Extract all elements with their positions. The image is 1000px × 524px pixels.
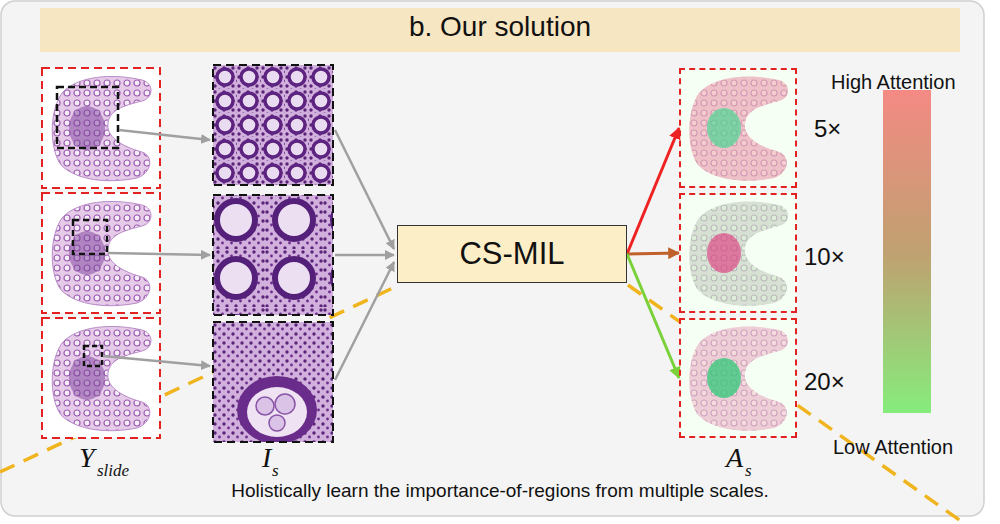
caption-text: Holistically learn the importance-of-reg… (0, 480, 1000, 502)
attention-overlay (689, 326, 788, 430)
attention-background (679, 318, 797, 438)
goblet-cell (269, 415, 285, 431)
panel-title: b. Our solution (40, 11, 960, 43)
method-label: CS-MIL (459, 236, 564, 272)
attention-hotspot (707, 233, 741, 273)
attention-arrow (627, 128, 679, 254)
attention-overlay (689, 76, 788, 180)
scale-label: 5× (814, 115, 841, 143)
slide-box (42, 318, 160, 438)
attention-arrow (627, 254, 679, 378)
symbol-text: I (262, 442, 271, 474)
attention-hotspot (707, 358, 741, 398)
crop-square (57, 87, 118, 148)
goblet-cell (256, 397, 274, 415)
crop-square (73, 220, 107, 254)
attention-tissue (689, 76, 788, 180)
input-arrow (335, 130, 394, 249)
attention-colorbar (883, 90, 931, 413)
patch-box (213, 195, 333, 315)
goblet-cell (275, 394, 295, 414)
colorbar-label: High Attention (831, 71, 956, 94)
slide-box (42, 68, 160, 188)
gland-wall (237, 376, 317, 442)
input-arrow (335, 262, 394, 380)
scale-label: 20× (804, 368, 845, 396)
attention-map-box: 10× (679, 193, 797, 313)
tissue-slide (52, 76, 151, 180)
patch-image (213, 195, 333, 315)
dense-region (69, 106, 105, 150)
patch-image (213, 65, 333, 185)
attention-map-box: 5× (679, 68, 797, 188)
patch-box (213, 65, 333, 185)
symbol-text: Y (79, 442, 95, 474)
zoom-arrow (119, 130, 210, 140)
symbol-text: A (726, 442, 743, 474)
attention-map-box: 20× (679, 318, 797, 438)
zoom-arrow (108, 253, 210, 255)
attention-hotspot (707, 108, 741, 148)
tissue-slide (52, 326, 151, 430)
input-arrow (335, 254, 394, 257)
attention-arrow (627, 253, 679, 254)
zoom-arrow (103, 356, 210, 366)
symbol-subscript: slide (97, 461, 129, 481)
attention-tissue (689, 201, 788, 305)
title-band (40, 8, 960, 52)
method-box: CS-MIL (397, 225, 627, 283)
symbol-subscript: s (272, 461, 279, 481)
attention-background (679, 68, 797, 188)
attention-overlay (689, 201, 788, 305)
colorbar-label: Low Attention (833, 436, 953, 459)
panel-background (1, 1, 984, 516)
gland-lumen (247, 387, 307, 437)
symbol-subscript: s (745, 461, 752, 481)
dense-region (69, 356, 105, 400)
scale-label: 10× (804, 243, 845, 271)
patch-box (213, 322, 333, 442)
attention-background (679, 193, 797, 313)
attention-tissue (689, 326, 788, 430)
crop-square (84, 346, 102, 366)
